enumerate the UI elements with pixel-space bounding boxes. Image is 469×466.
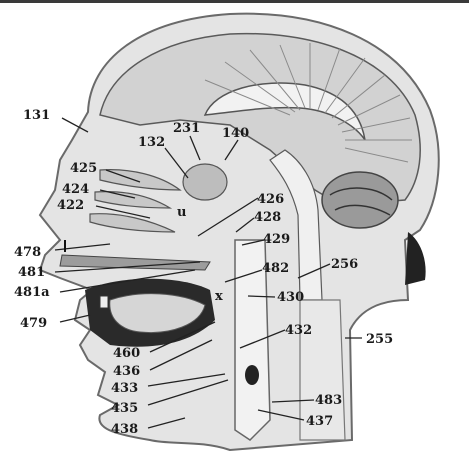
label-132: 132 [138, 135, 165, 150]
marker-479 [100, 296, 108, 308]
cerebellum [322, 172, 398, 228]
label-429: 429 [263, 232, 290, 247]
label-x: x [215, 289, 223, 304]
label-435: 435 [111, 401, 138, 416]
marker-478 [64, 240, 66, 252]
label-432: 432 [285, 323, 312, 338]
label-482: 482 [262, 261, 289, 276]
label-483: 483 [315, 393, 342, 408]
label-256: 256 [331, 257, 358, 272]
label-481a: 481a [14, 285, 50, 300]
label-231: 231 [173, 121, 200, 136]
label-426: 426 [257, 192, 284, 207]
label-478: 478 [14, 245, 41, 260]
label-424: 424 [62, 182, 89, 197]
label-430: 430 [277, 290, 304, 305]
neck-shadow [405, 232, 426, 285]
label-481: 481 [18, 265, 45, 280]
sphenoid-sinus [183, 164, 227, 200]
label-436: 436 [113, 364, 140, 379]
larynx-opening [245, 365, 259, 385]
label-131: 131 [23, 108, 50, 123]
label-u: u [177, 205, 186, 220]
label-479: 479 [20, 316, 47, 331]
label-422: 422 [57, 198, 84, 213]
label-428: 428 [254, 210, 281, 225]
label-425: 425 [70, 161, 97, 176]
label-437: 437 [306, 414, 333, 429]
label-140: 140 [222, 126, 249, 141]
label-433: 433 [111, 381, 138, 396]
label-460: 460 [113, 346, 140, 361]
label-438: 438 [111, 422, 138, 437]
label-255: 255 [366, 332, 393, 347]
